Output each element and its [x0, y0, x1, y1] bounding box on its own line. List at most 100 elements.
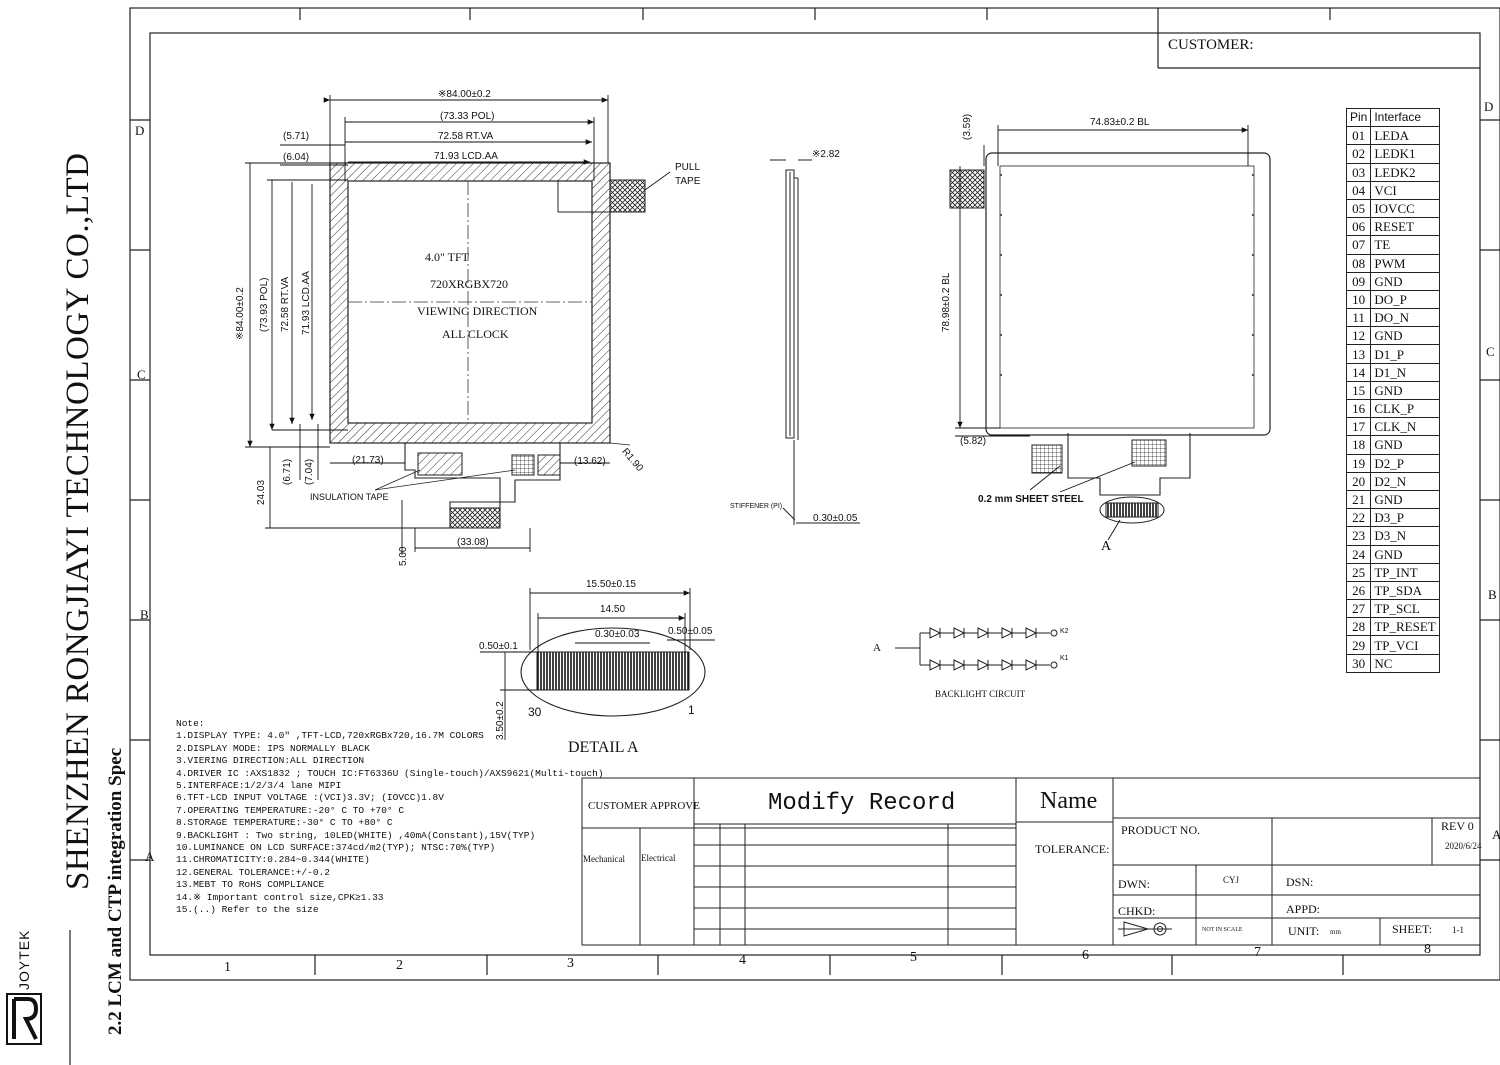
pin-interface: GND — [1370, 380, 1441, 401]
led-diode-icon — [977, 627, 990, 639]
dim-va-width: 72.58 RT.VA — [438, 131, 494, 142]
backlight-k1-label: K1 — [1060, 655, 1069, 662]
zone-col-5: 5 — [910, 950, 917, 965]
pull-tape-label-1: PULL — [675, 162, 701, 173]
modify-record-title: Modify Record — [768, 790, 956, 817]
pin-number: 16 — [1345, 398, 1372, 419]
note-item: 15.(..) Refer to the size — [176, 904, 319, 916]
sheet-label: SHEET: — [1392, 922, 1433, 936]
notes-title: Note: — [176, 718, 205, 729]
zone-row-c-right: C — [1486, 344, 1495, 359]
note-item: 11.CHROMATICITY:0.284~0.344(WHITE) — [176, 854, 370, 866]
pin-interface: CLK_P — [1370, 398, 1441, 419]
pin-number: 03 — [1345, 162, 1372, 182]
led-string-k2 — [929, 627, 1038, 639]
pin-number: 24 — [1345, 544, 1372, 564]
led-diode-icon — [1001, 627, 1014, 639]
zone-row-d-right: D — [1484, 99, 1494, 114]
stiffener-label: STIFFENER (PI) — [730, 503, 783, 510]
dim-detail-pitch: 0.30±0.03 — [595, 629, 640, 640]
dim-fpc-2403: 24.03 — [256, 479, 267, 505]
pin-interface: GND — [1370, 489, 1441, 510]
pin-number: 27 — [1345, 599, 1372, 619]
dwn-value: CYJ — [1223, 875, 1240, 885]
zone-row-a: A — [145, 849, 155, 864]
led-diode-icon — [977, 659, 990, 671]
dim-detail-pins-width: 14.50 — [600, 604, 626, 615]
pin-interface: TP_RESET — [1370, 617, 1441, 637]
zone-row-c: C — [137, 367, 146, 382]
pin-interface: GND — [1370, 271, 1441, 291]
dsn-label: DSN: — [1286, 875, 1314, 889]
pin-interface: GND — [1370, 326, 1441, 346]
pin-number: 23 — [1345, 526, 1372, 546]
unit-label: UNIT: — [1288, 924, 1320, 938]
side-view — [770, 159, 860, 525]
pin-interface: LEDA — [1370, 126, 1441, 146]
pin-number: 29 — [1345, 635, 1372, 655]
zone-col-2: 2 — [396, 958, 403, 973]
dim-fpc-1362: (13.62) — [574, 456, 606, 467]
back-view — [949, 125, 1271, 541]
screen-size-text: 4.0" TFT — [425, 250, 470, 264]
insulation-tape-label: INSULATION TAPE — [310, 492, 389, 502]
brand-name: JOYTEK — [16, 929, 32, 990]
dim-offset-359: (3.59) — [962, 113, 973, 140]
pin-interface: TP_INT — [1370, 562, 1441, 582]
pin-number: 20 — [1345, 471, 1372, 491]
customer-label: CUSTOMER: — [1168, 37, 1254, 53]
notes-block: Note: 1.DISPLAY TYPE: 4.0" ,TFT-LCD,720x… — [176, 718, 604, 917]
pin-interface: DO_P — [1370, 289, 1441, 310]
pin-interface: TP_SDA — [1370, 580, 1441, 601]
detail-a-title: DETAIL A — [568, 739, 639, 756]
zone-col-1: 1 — [224, 960, 231, 975]
pin-interface: LEDK2 — [1370, 162, 1441, 182]
pin-header-pin: Pin — [1345, 107, 1372, 128]
led-diode-icon — [953, 659, 966, 671]
zone-row-d: D — [135, 123, 145, 138]
dim-fpc-3308: (33.08) — [457, 537, 489, 548]
pin-number: 19 — [1345, 453, 1372, 473]
dim-aa-width: 71.93 LCD.AA — [434, 151, 498, 162]
dim-bl-width: 74.83±0.2 BL — [1090, 117, 1150, 128]
pin-number: 26 — [1345, 580, 1372, 601]
backlight-anode-label: A — [873, 642, 881, 654]
pin-number: 10 — [1345, 289, 1372, 310]
pin-number: 18 — [1345, 435, 1372, 455]
backlight-circuit-label: BACKLIGHT CIRCUIT — [935, 689, 1026, 699]
pin-interface: D3_N — [1370, 526, 1441, 546]
notes-list: 1.DISPLAY TYPE: 4.0" ,TFT-LCD,720xRGBx72… — [176, 730, 604, 916]
note-item: 6.TFT-LCD INPUT VOLTAGE :(VCI)3.3V; (IOV… — [176, 792, 444, 804]
note-item: 2.DISPLAY MODE: IPS NORMALLY BLACK — [176, 742, 370, 754]
zone-col-3: 3 — [567, 956, 574, 971]
note-item: 7.OPERATING TEMPERATURE:-20° C TO +70° C — [176, 804, 405, 816]
dim-detail-edge-left: 0.50±0.1 — [479, 641, 518, 652]
pin-interface: GND — [1370, 435, 1441, 455]
company-title: SHENZHEN RONGJIAYI TECHNOLOGY CO.,LTD — [60, 152, 96, 890]
pin-interface: VCI — [1370, 180, 1441, 200]
detail-pin-30-label: 30 — [528, 705, 542, 719]
pin-interface: PWM — [1370, 253, 1441, 273]
dim-va-height: 72.58 RT.VA — [280, 276, 291, 332]
dim-offset-604: (6.04) — [283, 152, 310, 163]
pin-interface: LEDK1 — [1370, 144, 1441, 164]
pin-number: 08 — [1345, 253, 1372, 273]
pin-interface: D1_N — [1370, 362, 1441, 382]
dim-overall-height: ※84.00±0.2 — [235, 287, 246, 340]
pin-number: 30 — [1345, 653, 1372, 673]
pin-number: 25 — [1345, 562, 1372, 582]
